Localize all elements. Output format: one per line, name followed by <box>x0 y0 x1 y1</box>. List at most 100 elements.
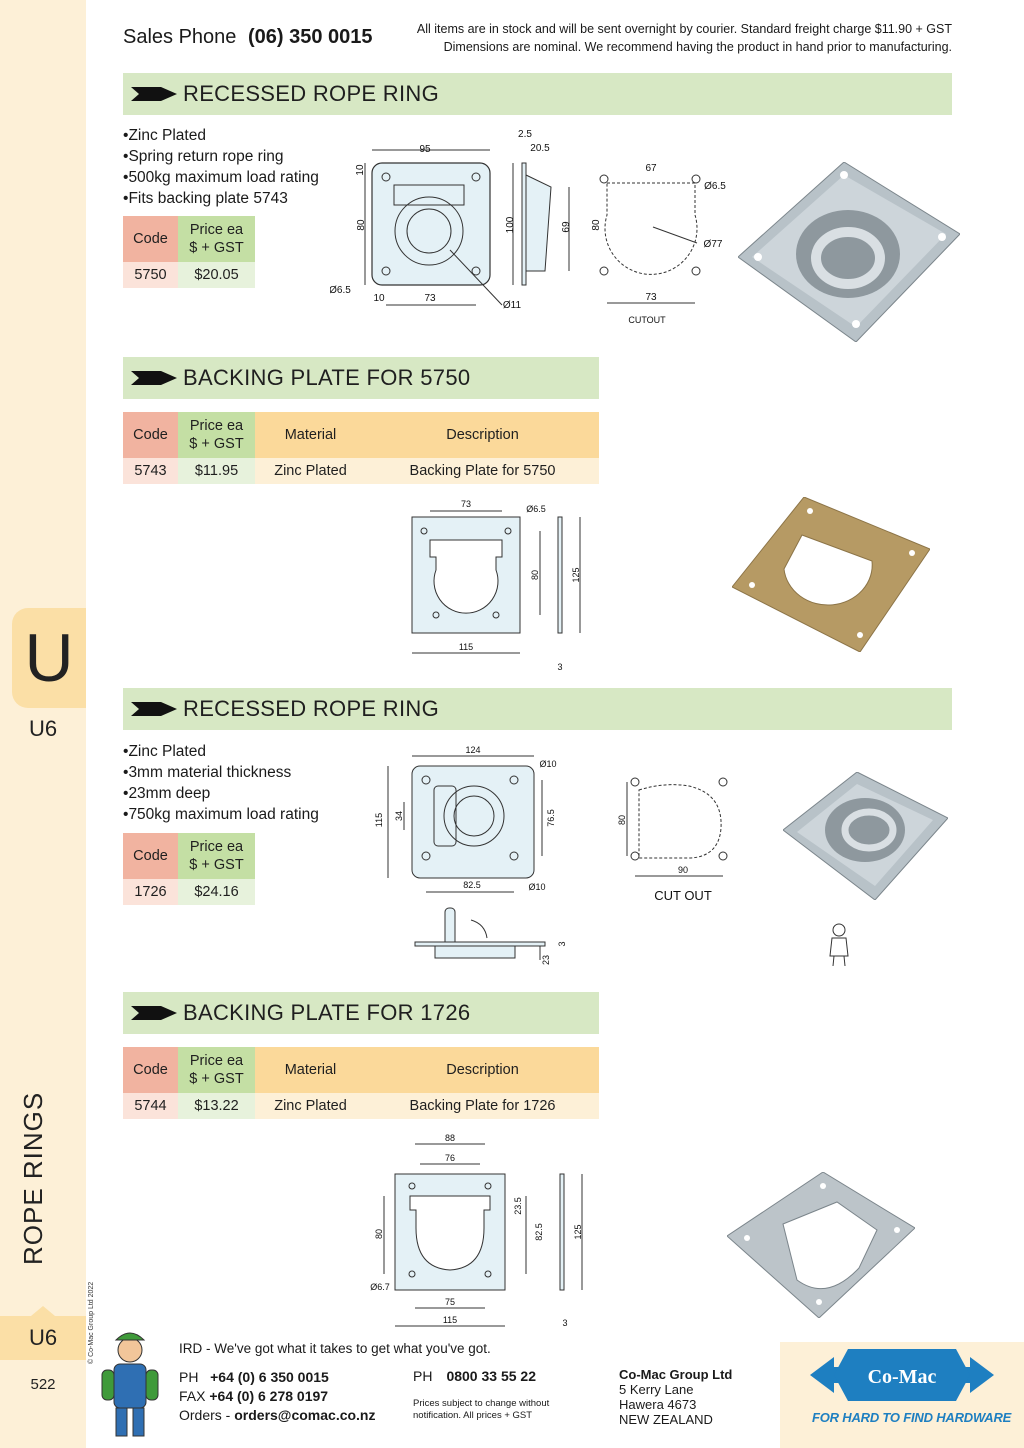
section-title: BACKING PLATE FOR 5750 <box>183 365 471 390</box>
feature-item: Zinc Plated <box>123 741 319 762</box>
price-table: Code Price ea $ + GST Material Descripti… <box>123 1047 599 1119</box>
technical-drawing-side: 2.5 20.5 100 69 <box>505 129 572 286</box>
arrow-icon <box>131 371 177 385</box>
dim-label: 34 <box>394 811 404 821</box>
technical-drawing-backing-plate-2: 88 76 80 23.5 82.5 125 Ø6.7 75 115 3 <box>370 1133 583 1328</box>
page-number: 522 <box>30 1376 56 1393</box>
ph2-number[interactable]: 0800 33 55 22 <box>446 1368 536 1384</box>
ph-number[interactable]: +64 (0) 6 350 0015 <box>210 1369 329 1385</box>
product-image-backing-plate <box>732 497 930 652</box>
feature-item: Fits backing plate 5743 <box>123 188 319 209</box>
cell-code: 5750 <box>123 262 178 288</box>
price-table: Code Price ea $ + GST 5750 $20.05 <box>123 216 255 288</box>
cell-price: $13.22 <box>178 1093 255 1119</box>
feature-item: Spring return rope ring <box>123 146 319 167</box>
dim-label: 10 <box>355 164 366 176</box>
dim-label: 125 <box>571 567 581 582</box>
section-title-bar: RECESSED ROPE RING <box>123 688 952 730</box>
col-header-description: Description <box>366 412 599 458</box>
dim-label: CUT OUT <box>654 888 712 903</box>
dim-label: 73 <box>645 292 657 303</box>
technical-drawing-front: 95 80 10 73 10 Ø6.5 Ø11 <box>330 144 522 311</box>
cell-description: Backing Plate for 5750 <box>366 458 599 484</box>
dim-label: 23.5 <box>513 1197 523 1215</box>
col-header-code: Code <box>123 412 178 458</box>
company-name: Co-Mac Group Ltd <box>619 1367 733 1382</box>
arrow-icon <box>131 87 177 101</box>
dim-label: 80 <box>591 219 602 231</box>
dim-label: 80 <box>374 1229 384 1239</box>
section-letter-tab: U <box>12 608 86 708</box>
dim-label: 3 <box>562 1318 567 1328</box>
dim-label: 23 <box>541 955 551 965</box>
dim-label: CUTOUT <box>628 315 666 325</box>
dim-label: Ø10 <box>539 759 556 769</box>
technical-drawing-front-2: 124 Ø10 115 34 76.5 82.5 Ø10 <box>374 745 557 893</box>
dim-label: 115 <box>459 642 473 652</box>
side-strip <box>0 0 86 1448</box>
dim-label: 73 <box>424 293 436 304</box>
dim-label: 82.5 <box>534 1223 544 1241</box>
dim-label: 80 <box>530 570 540 580</box>
footer-disclaimer: Prices subject to change without notific… <box>413 1398 550 1421</box>
cell-material: Zinc Plated <box>255 458 366 484</box>
footer-tagline: IRD - We've got what it takes to get wha… <box>179 1341 491 1356</box>
address-line: NEW ZEALAND <box>619 1412 713 1427</box>
dim-label: Ø6.5 <box>526 504 546 514</box>
cell-code: 5744 <box>123 1093 178 1119</box>
cell-price: $24.16 <box>178 879 255 905</box>
cell-code: 5743 <box>123 458 178 484</box>
fax-number[interactable]: +64 (0) 6 278 0197 <box>209 1388 329 1404</box>
section-title-bar: BACKING PLATE FOR 1726 <box>123 992 599 1034</box>
dim-label: 76.5 <box>546 809 556 827</box>
col-header-material: Material <box>255 1047 366 1093</box>
cell-code: 1726 <box>123 879 178 905</box>
dim-label: 115 <box>443 1315 457 1325</box>
table-row[interactable]: 5744 $13.22 Zinc Plated Backing Plate fo… <box>123 1093 599 1119</box>
sales-phone-number[interactable]: (06) 350 0015 <box>247 26 373 48</box>
section-code-bottom: U6 <box>0 1306 86 1360</box>
col-header-code: Code <box>123 1047 178 1093</box>
footer-contact: PH +64 (0) 6 350 0015 FAX +64 (0) 6 278 … <box>179 1368 376 1425</box>
feature-list: Zinc Plated Spring return rope ring 500k… <box>123 125 319 209</box>
notice-line-1: All items are in stock and will be sent … <box>416 22 952 36</box>
feature-item: 23mm deep <box>123 783 319 804</box>
col-header-code: Code <box>123 216 178 262</box>
section-title: RECESSED ROPE RING <box>183 81 440 106</box>
dim-label: 124 <box>465 745 480 755</box>
feature-item: 500kg maximum load rating <box>123 167 318 188</box>
dim-label: 3 <box>557 941 567 946</box>
col-header-price: Price ea $ + GST <box>178 833 255 879</box>
dim-label: 2.5 <box>518 129 532 140</box>
table-row[interactable]: 1726 $24.16 <box>123 879 255 905</box>
dim-label: Ø6.5 <box>704 181 726 192</box>
technical-drawing-cutout-2: 80 90 CUT OUT <box>617 777 728 903</box>
price-table: Code Price ea $ + GST Material Descripti… <box>123 412 599 484</box>
table-row[interactable]: 5743 $11.95 Zinc Plated Backing Plate fo… <box>123 458 599 484</box>
mascot-small-icon <box>829 923 849 967</box>
comac-logo: Co-Mac <box>810 1349 994 1401</box>
orders-email[interactable]: orders@comac.co.nz <box>234 1407 376 1423</box>
ph2-label: PH <box>413 1368 433 1384</box>
dim-label: 75 <box>445 1297 455 1307</box>
dim-label: 3 <box>557 662 562 672</box>
feature-item: 3mm material thickness <box>123 762 319 783</box>
sales-phone-label: Sales Phone <box>123 26 237 48</box>
dim-label: 76 <box>445 1153 455 1163</box>
address-line: 5 Kerry Lane <box>619 1382 694 1397</box>
price-table: Code Price ea $ + GST 1726 $24.16 <box>123 833 255 905</box>
table-row[interactable]: 5750 $20.05 <box>123 262 255 288</box>
mascot-icon <box>101 1332 159 1437</box>
footer-freephone: PH 0800 33 55 22 <box>413 1368 536 1384</box>
dim-label: 115 <box>374 813 384 827</box>
address-line: Hawera 4673 <box>619 1397 697 1412</box>
dim-label: 10 <box>373 293 385 304</box>
arrow-icon <box>131 1006 177 1020</box>
technical-drawing-side-2: 23 3 <box>414 907 567 965</box>
dim-label: 82.5 <box>463 880 481 890</box>
footer-address: Co-Mac Group Ltd 5 Kerry Lane Hawera 467… <box>619 1367 732 1427</box>
arrow-icon <box>131 702 177 716</box>
section-title: BACKING PLATE FOR 1726 <box>183 1000 471 1025</box>
dim-label: 125 <box>573 1224 583 1239</box>
dim-label: Ø10 <box>528 882 545 892</box>
